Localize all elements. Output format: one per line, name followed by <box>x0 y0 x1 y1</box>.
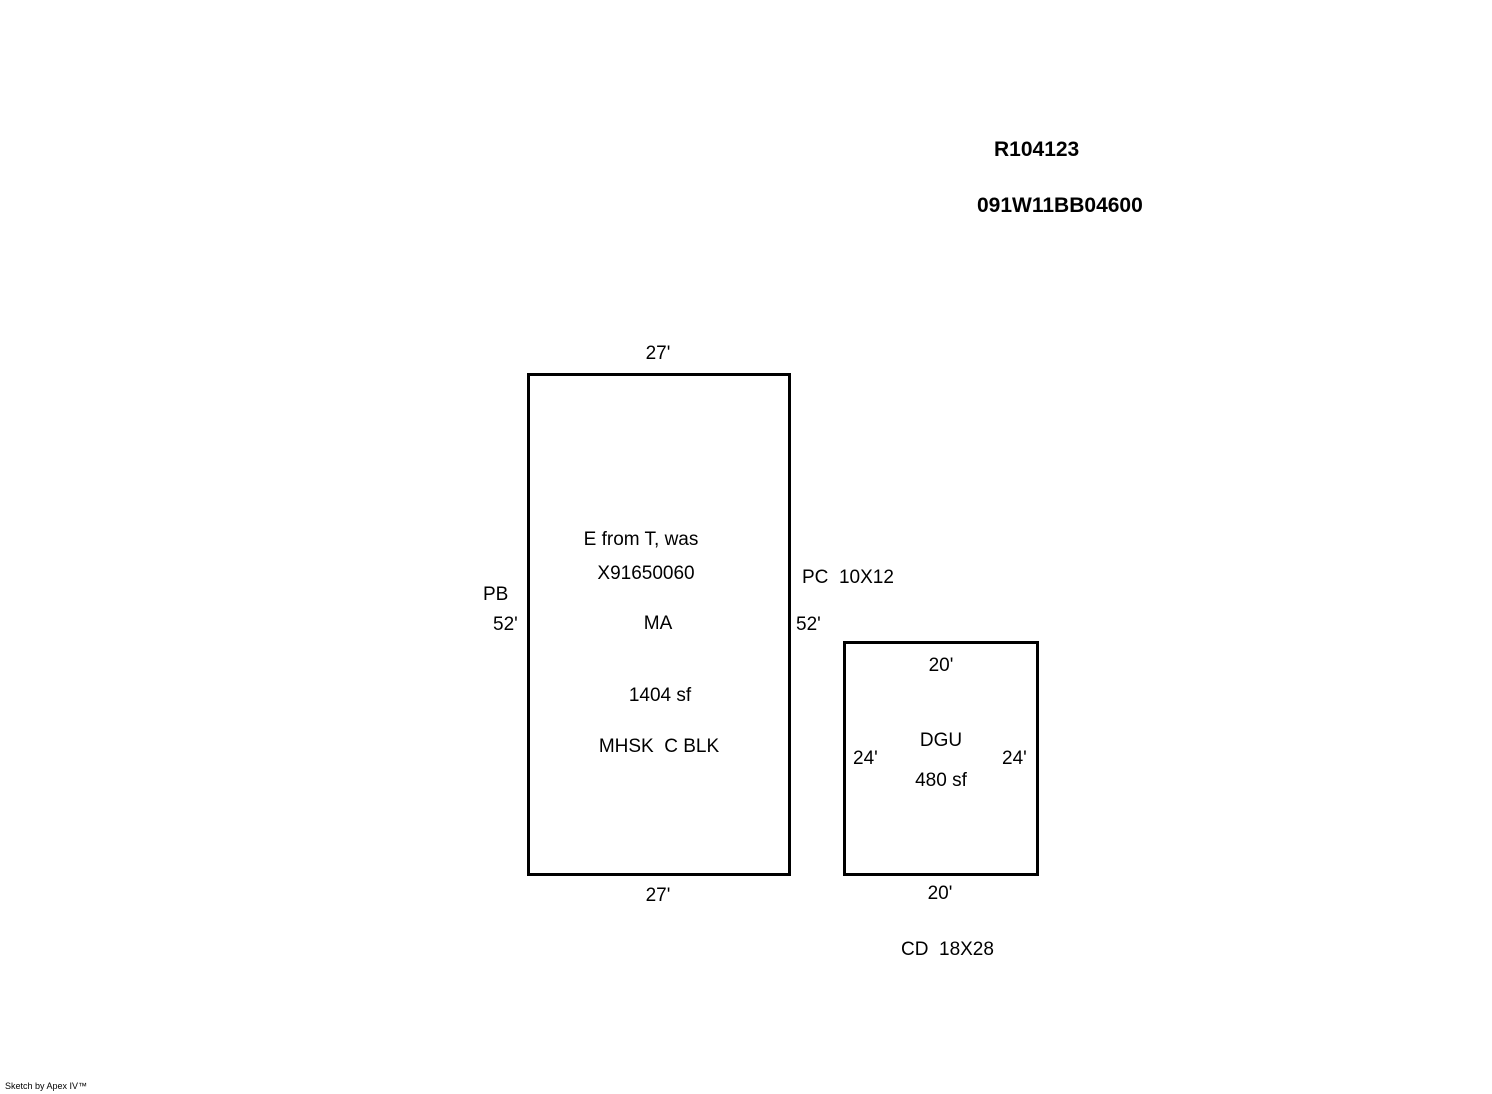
main-area-code: MA <box>643 613 673 634</box>
main-area-right-label: PC 10X12 <box>802 567 894 588</box>
main-area-description: MHSK C BLK <box>598 736 720 757</box>
garage-outline <box>843 641 1039 876</box>
main-area-left-label: PB <box>483 584 509 605</box>
main-area-outline <box>527 373 791 876</box>
garage-area: 480 sf <box>915 770 967 791</box>
main-area-note-line1: E from T, was <box>583 529 699 550</box>
main-area-note-line2: X91650060 <box>597 563 695 584</box>
garage-top-dimension: 20' <box>928 655 954 676</box>
main-area-left-dimension: 52' <box>493 614 518 635</box>
main-area-right-dimension: 52' <box>796 614 821 635</box>
garage-bottom-dimension: 20' <box>927 883 953 904</box>
sketch-credit: Sketch by Apex IV™ <box>5 1081 88 1091</box>
garage-below-label: CD 18X28 <box>901 939 994 960</box>
main-area-area: 1404 sf <box>628 685 692 706</box>
main-area-bottom-dimension: 27' <box>645 885 671 906</box>
main-area-top-dimension: 27' <box>645 343 671 364</box>
map-number: 091W11BB04600 <box>977 194 1143 217</box>
garage-left-dimension: 24' <box>853 748 878 769</box>
account-number: R104123 <box>994 138 1080 161</box>
garage-code: DGU <box>919 730 963 751</box>
garage-right-dimension: 24' <box>1002 748 1027 769</box>
